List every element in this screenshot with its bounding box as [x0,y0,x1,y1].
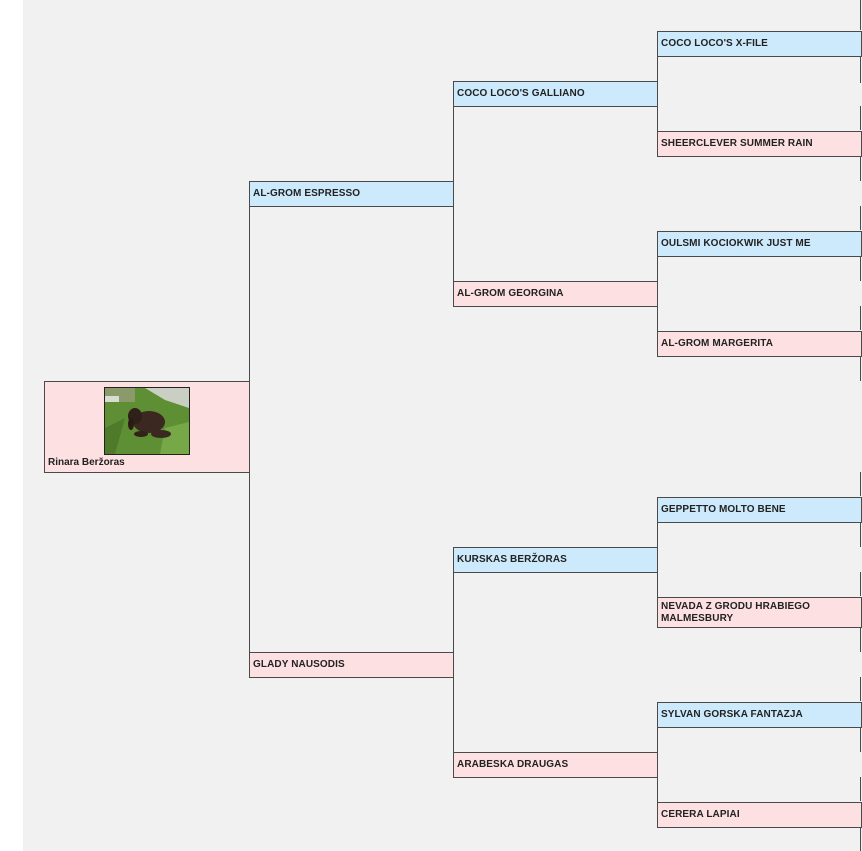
pedigree-dss[interactable]: GEPPETTO MOLTO BENE [657,497,862,523]
ancestor-name: SYLVAN GORSKA FANTAZJA [661,709,803,720]
subject-name: Rinara Beržoras [48,457,125,468]
connector-line [860,306,861,330]
connector-line [860,257,861,281]
connector-line [860,472,861,496]
connector-line [860,57,861,83]
ancestor-name: GEPPETTO MOLTO BENE [661,504,786,515]
dog-photo[interactable] [104,387,190,455]
pedigree-dsd[interactable]: NEVADA Z GRODU HRABIEGO MALMESBURY [657,597,862,628]
ancestor-name: SHEERCLEVER SUMMER RAIN [661,138,813,149]
ancestor-name: AL-GROM MARGERITA [661,338,774,349]
ancestor-name: CERERA LAPIAI [661,809,740,820]
connector-line [860,0,861,30]
connector-line [860,628,861,652]
connector-line [860,828,861,851]
connector-line [860,572,861,596]
pedigree-sss[interactable]: COCO LOCO'S X-FILE [657,31,862,57]
dam-name: GLADY NAUSODIS [253,659,345,670]
pedigree-sire[interactable]: AL-GROM ESPRESSO [249,181,454,207]
connector-line [860,677,861,701]
ancestor-name: ARABESKA DRAUGAS [457,759,569,770]
ancestor-name: OULSMI KOCIOKWIK JUST ME [661,238,811,249]
ancestor-name: COCO LOCO'S X-FILE [661,38,768,49]
pedigree-sds[interactable]: OULSMI KOCIOKWIK JUST ME [657,231,862,257]
pedigree-sire-dam[interactable]: AL-GROM GEORGINA [453,281,658,307]
pedigree-sire-sire[interactable]: COCO LOCO'S GALLIANO [453,81,658,107]
ancestor-name: AL-GROM GEORGINA [457,288,564,299]
connector-line [860,523,861,547]
ancestor-name: NEVADA Z GRODU HRABIEGO MALMESBURY [661,600,810,624]
connector-line [860,206,861,230]
connector-line [860,357,861,381]
pedigree-dds[interactable]: SYLVAN GORSKA FANTAZJA [657,702,862,728]
pedigree-dam[interactable]: GLADY NAUSODIS [249,652,454,678]
connector-line [860,106,861,130]
pedigree-ddd[interactable]: CERERA LAPIAI [657,802,862,828]
ancestor-name: KURSKAS BERŽORAS [457,554,567,565]
connector-line [860,157,861,181]
subject-card[interactable]: Rinara Beržoras [44,381,250,473]
pedigree-ssd[interactable]: SHEERCLEVER SUMMER RAIN [657,131,862,157]
pedigree-dam-dam[interactable]: ARABESKA DRAUGAS [453,752,658,778]
connector-line [860,777,861,801]
sire-name: AL-GROM ESPRESSO [253,188,361,199]
pedigree-dam-sire[interactable]: KURSKAS BERŽORAS [453,547,658,573]
pedigree-sdd[interactable]: AL-GROM MARGERITA [657,331,862,357]
connector-line [860,728,861,752]
ancestor-name: COCO LOCO'S GALLIANO [457,88,585,99]
